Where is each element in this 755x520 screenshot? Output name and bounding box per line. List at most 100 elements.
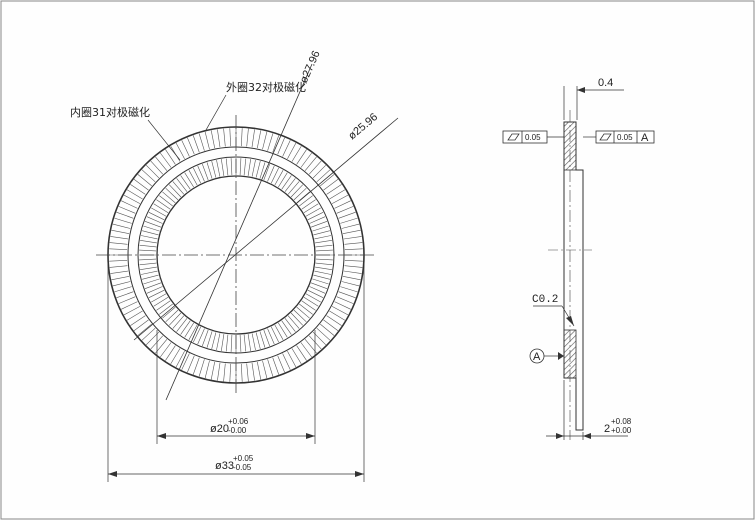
dia-20-value: ø20: [210, 423, 229, 435]
pole-tick: [334, 200, 351, 209]
pole-tick: [180, 175, 191, 190]
pole-tick: [338, 211, 356, 219]
pole-tick: [312, 278, 329, 285]
pole-tick: [287, 181, 300, 195]
pole-tick: [239, 158, 242, 176]
dia-27-label: ø27.96: [298, 49, 323, 85]
pole-tick: [315, 258, 333, 261]
pole-tick: [126, 310, 143, 321]
pole-tick: [211, 332, 217, 349]
pole-tick: [303, 297, 319, 307]
pole-tick: [278, 172, 288, 188]
pole-tick: [216, 159, 221, 177]
pole-tick: [255, 332, 261, 349]
pole-tick: [305, 207, 321, 217]
pole-tick: [307, 289, 324, 298]
flatness-right-value: 0.05: [617, 133, 633, 142]
flatness-icon-left: [507, 133, 520, 141]
inner-note-leader: [147, 119, 181, 161]
pole-tick: [144, 221, 162, 228]
pole-tick: [144, 282, 162, 289]
pole-tick: [156, 300, 171, 311]
pole-tick: [229, 128, 231, 147]
pole-tick: [340, 286, 358, 293]
outer-ring-magnetization-ticks: [109, 128, 363, 382]
pole-tick: [143, 278, 160, 285]
pole-tick: [204, 131, 210, 150]
pole-tick: [342, 229, 361, 234]
pole-tick: [284, 318, 296, 332]
pole-tick: [143, 225, 160, 232]
pole-tick: [198, 133, 205, 151]
pole-tick: [344, 260, 363, 262]
pole-tick: [336, 296, 354, 304]
pole-tick: [342, 276, 361, 281]
pole-tick: [267, 359, 274, 377]
pole-tick: [308, 160, 322, 175]
pole-tick: [277, 137, 285, 155]
pole-tick: [223, 128, 226, 147]
pole-tick: [112, 223, 131, 229]
pole-tick: [140, 266, 157, 270]
pole-tick: [315, 249, 333, 252]
pole-tick: [168, 184, 182, 198]
pole-tick: [142, 274, 159, 280]
pole-tick: [197, 328, 205, 345]
pole-tick: [116, 211, 134, 219]
pole-tick: [210, 130, 215, 149]
dia-20-lower-tol: -0.00: [228, 426, 247, 435]
pole-tick: [140, 235, 158, 240]
thickness-2-value: 2: [604, 423, 610, 435]
datum-a-label: A: [533, 351, 541, 363]
arrow-2-right: [583, 433, 591, 439]
pole-tick: [181, 353, 190, 370]
pole-tick: [303, 203, 319, 213]
chamfer-arrow: [566, 316, 574, 326]
pole-tick: [123, 194, 141, 204]
pole-tick: [184, 172, 194, 188]
thickness-2-lower-tol: +0.00: [611, 426, 632, 435]
pole-tick: [123, 306, 141, 316]
pole-tick: [314, 270, 332, 275]
pole-tick: [175, 350, 185, 368]
datum-reference-letter: A: [641, 132, 649, 144]
pole-tick: [153, 203, 169, 213]
pole-tick: [110, 270, 129, 274]
pole-tick: [109, 265, 128, 268]
arrow-20-left: [157, 433, 166, 439]
pole-tick: [314, 235, 332, 240]
pole-tick: [287, 350, 297, 368]
pole-tick: [316, 169, 331, 183]
pole-tick: [296, 306, 310, 319]
pole-tick: [331, 306, 349, 316]
pole-tick: [141, 169, 156, 183]
pole-tick: [206, 162, 213, 179]
pole-tick: [290, 184, 304, 198]
datum-triangle: [558, 352, 564, 360]
pole-tick: [323, 179, 339, 191]
pole-tick: [202, 329, 209, 347]
pole-tick: [142, 230, 159, 236]
pole-tick: [341, 281, 360, 287]
pole-tick: [315, 240, 332, 244]
pole-tick: [315, 266, 332, 270]
pole-tick: [187, 355, 195, 373]
pole-tick: [165, 345, 176, 361]
pole-tick: [329, 310, 346, 321]
pole-tick: [323, 319, 339, 331]
pole-tick: [217, 362, 221, 381]
pole-tick: [341, 223, 360, 229]
pole-tick: [331, 194, 349, 204]
pole-tick: [112, 281, 131, 287]
pole-tick: [225, 334, 229, 352]
pole-tick: [126, 189, 143, 200]
pole-tick: [221, 334, 225, 351]
pole-tick: [267, 165, 275, 182]
pole-tick: [109, 260, 128, 262]
pole-tick: [111, 229, 130, 234]
pole-tick: [225, 158, 229, 176]
pole-tick: [257, 130, 262, 149]
pole-tick: [309, 286, 326, 294]
dia-33-lower-tol: -0.05: [233, 463, 252, 472]
pole-tick: [137, 174, 152, 187]
